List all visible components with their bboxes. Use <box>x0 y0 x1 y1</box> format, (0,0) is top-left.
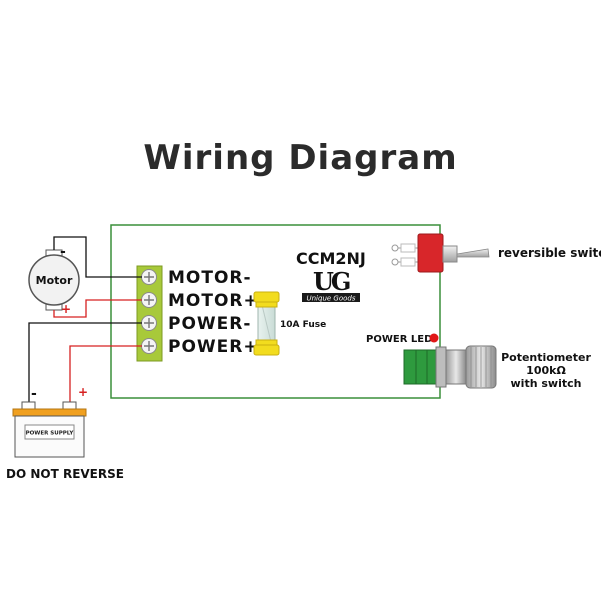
motor-plus-sign: + <box>61 302 71 316</box>
wire-power-plus <box>69 345 142 403</box>
battery-icon: POWER SUPPLY <box>12 401 87 458</box>
terminal-label-motor-minus: MOTOR- <box>168 268 252 288</box>
terminal-label-power-plus: POWER+ <box>168 337 259 357</box>
wire-motor-plus <box>53 299 142 318</box>
motor-icon: Motor <box>28 249 80 311</box>
battery-plus-sign: + <box>78 385 88 399</box>
brand-logo: UG Unique Goods <box>302 267 360 303</box>
terminal-block <box>136 265 163 362</box>
reversible-switch-label: reversible switch <box>498 246 601 260</box>
fuse-icon <box>253 291 280 356</box>
terminal-screw-2 <box>141 292 157 308</box>
brand-logo-text: UG <box>313 267 350 296</box>
wire-power-minus <box>28 322 142 403</box>
wire-motor-minus <box>53 236 142 278</box>
motor-minus-sign: - <box>60 244 66 260</box>
terminal-label-power-minus: POWER- <box>168 314 251 334</box>
terminal-screw-3 <box>141 315 157 331</box>
fuse-label: 10A Fuse <box>280 320 326 330</box>
diagram-title: Wiring Diagram <box>143 138 458 178</box>
potentiometer-label-line3: with switch <box>511 377 582 390</box>
power-led-icon <box>429 333 439 343</box>
potentiometer-icon[interactable] <box>403 345 497 389</box>
battery-minus-sign: - <box>31 386 37 402</box>
potentiometer-label-line1: Potentiometer <box>501 351 591 364</box>
reversible-switch-icon[interactable] <box>391 233 490 273</box>
potentiometer-label-line2: 100kΩ <box>526 364 566 377</box>
model-label: CCM2NJ <box>296 249 366 268</box>
brand-name: Unique Goods <box>307 295 356 303</box>
power-led-label: POWER LED <box>366 334 432 345</box>
terminal-label-motor-plus: MOTOR+ <box>168 291 259 311</box>
terminal-screw-4 <box>141 338 157 354</box>
battery-label: POWER SUPPLY <box>26 431 75 437</box>
terminal-screw-1 <box>141 269 157 285</box>
reverse-polarity-warning: DO NOT REVERSE <box>6 467 124 481</box>
motor-label: Motor <box>36 274 73 287</box>
